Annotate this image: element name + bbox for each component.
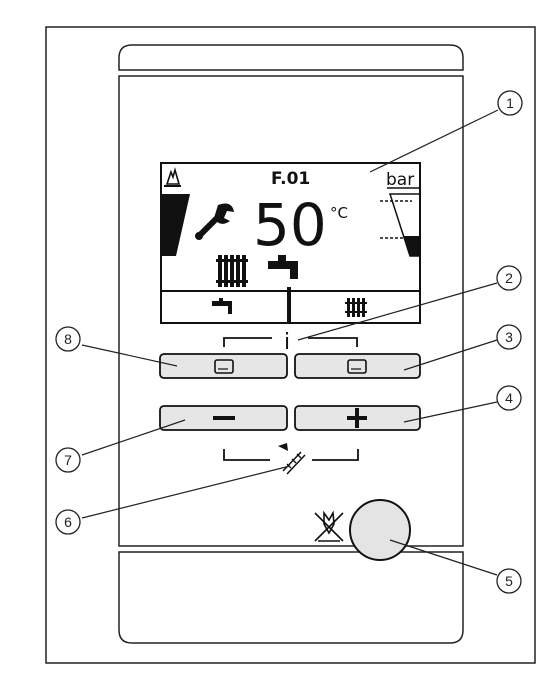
pressure-gauge <box>380 193 421 257</box>
pressure-unit: bar <box>386 170 414 190</box>
info-symbol: i <box>284 330 290 355</box>
callout-3: 3 <box>496 324 522 350</box>
svg-text:3: 3 <box>505 329 513 345</box>
chimney-sweep-bracket <box>223 443 359 475</box>
bottom-cover <box>118 551 464 644</box>
callout-1: 1 <box>497 90 523 116</box>
callout-2: 2 <box>496 265 522 291</box>
right-selection-button[interactable] <box>294 353 421 379</box>
softkey-label-heating-icon <box>345 298 367 317</box>
softkey-icon <box>347 359 367 374</box>
flame-icon <box>164 167 181 187</box>
leader-4 <box>403 401 498 423</box>
callout-6: 6 <box>55 509 81 535</box>
tap-icon <box>268 255 298 279</box>
softkey-icon <box>214 359 234 374</box>
minus-button[interactable] <box>159 405 288 431</box>
callout-4: 4 <box>496 385 522 411</box>
temperature-unit: °C <box>330 204 348 222</box>
leader-1 <box>369 109 499 173</box>
callout-7: 7 <box>55 447 81 473</box>
left-selection-button[interactable] <box>159 353 288 379</box>
svg-text:1: 1 <box>506 95 514 111</box>
lcd-display: F.01 50 °C bar <box>160 162 421 324</box>
leader-3 <box>403 339 498 371</box>
svg-text:5: 5 <box>505 573 513 589</box>
svg-text:4: 4 <box>505 390 513 406</box>
plus-icon <box>347 408 367 428</box>
leader-8 <box>81 344 178 367</box>
lcd-softkey-separator <box>287 287 291 323</box>
callout-8: 8 <box>55 326 81 352</box>
temperature-value: 50 <box>253 191 327 259</box>
reset-button[interactable] <box>349 499 411 561</box>
minus-icon <box>213 416 235 420</box>
fault-reset-flame-icon <box>314 510 344 542</box>
info-bracket: i <box>223 330 358 355</box>
svg-text:6: 6 <box>64 514 72 530</box>
leader-6 <box>81 465 291 519</box>
callout-leaders <box>81 109 499 576</box>
wrench-icon <box>195 203 234 240</box>
heating-output-bar <box>162 194 190 256</box>
leader-5 <box>389 539 498 576</box>
softkey-label-hot-water-icon <box>212 298 232 314</box>
top-cap <box>118 44 464 71</box>
fault-code: F.01 <box>271 169 310 189</box>
callout-5: 5 <box>496 568 522 594</box>
svg-text:8: 8 <box>64 331 72 347</box>
svg-text:2: 2 <box>505 270 513 286</box>
svg-text:7: 7 <box>64 452 72 468</box>
plus-button[interactable] <box>294 405 421 431</box>
leader-2 <box>297 282 498 341</box>
leader-7 <box>81 419 186 456</box>
radiator-icon <box>216 255 248 287</box>
